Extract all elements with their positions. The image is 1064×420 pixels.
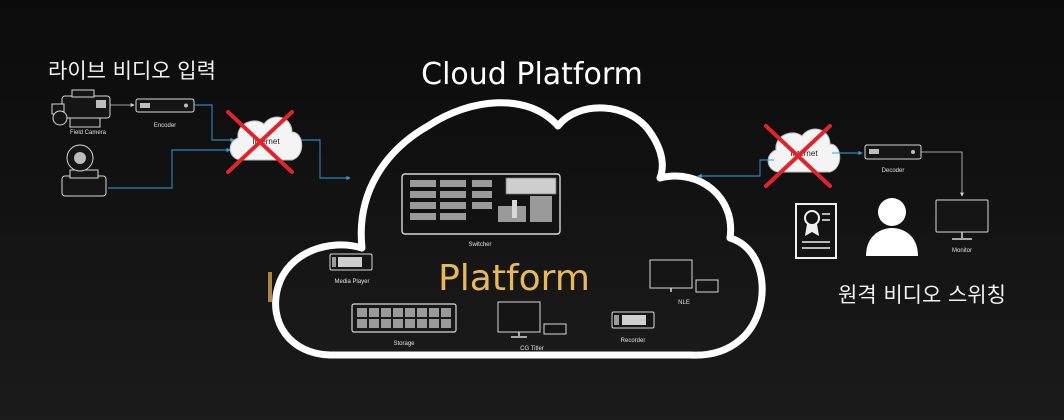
monitor-label: Monitor [952, 248, 972, 254]
internet-to-cloud-right-line [697, 159, 774, 179]
switcher-icon [401, 173, 561, 235]
cg-titler-icon [497, 301, 567, 338]
platform-label: Platform [438, 258, 590, 299]
storage-label: Storage [393, 341, 415, 347]
decoder-label: Decoder [882, 168, 905, 174]
right-internet-label: Internet [790, 149, 818, 158]
switcher-label: Switcher [468, 242, 491, 248]
media-player-label: Media Player [334, 279, 369, 285]
cg-titler-label: CG Titler [520, 346, 544, 352]
cloud-platform-title: Cloud Platform [421, 57, 643, 92]
certificate-icon [795, 203, 837, 259]
recorder-label: Recorder [621, 338, 646, 344]
storage-icon [351, 303, 457, 333]
recorder-icon [611, 311, 655, 329]
ptz-camera-icon [61, 144, 107, 197]
left-internet-label: Internet [252, 137, 280, 146]
monitor-icon [935, 199, 989, 240]
field-camera-icon [51, 89, 111, 128]
user-icon [866, 198, 918, 256]
nle-label: NLE [678, 300, 690, 306]
internet-to-cloud-line [296, 139, 351, 181]
left-blocked-x-icon [226, 110, 294, 174]
left-heading: 라이브 비디오 입력 [48, 59, 216, 83]
right-heading: 원격 비디오 스위칭 [838, 283, 1006, 307]
field-camera-label: Field Camera [70, 130, 107, 136]
right-blocked-x-icon [764, 124, 832, 188]
media-player-icon [329, 253, 373, 271]
encoder-icon [135, 98, 195, 113]
decoder-icon [864, 144, 922, 160]
encoder-to-internet-line [194, 104, 235, 143]
decoder-to-monitor-line [921, 151, 964, 197]
ptz-to-internet-line [108, 147, 231, 189]
nle-icon [649, 259, 719, 293]
cloud-edge-highlight [268, 272, 272, 302]
encoder-label: Encoder [154, 123, 176, 129]
